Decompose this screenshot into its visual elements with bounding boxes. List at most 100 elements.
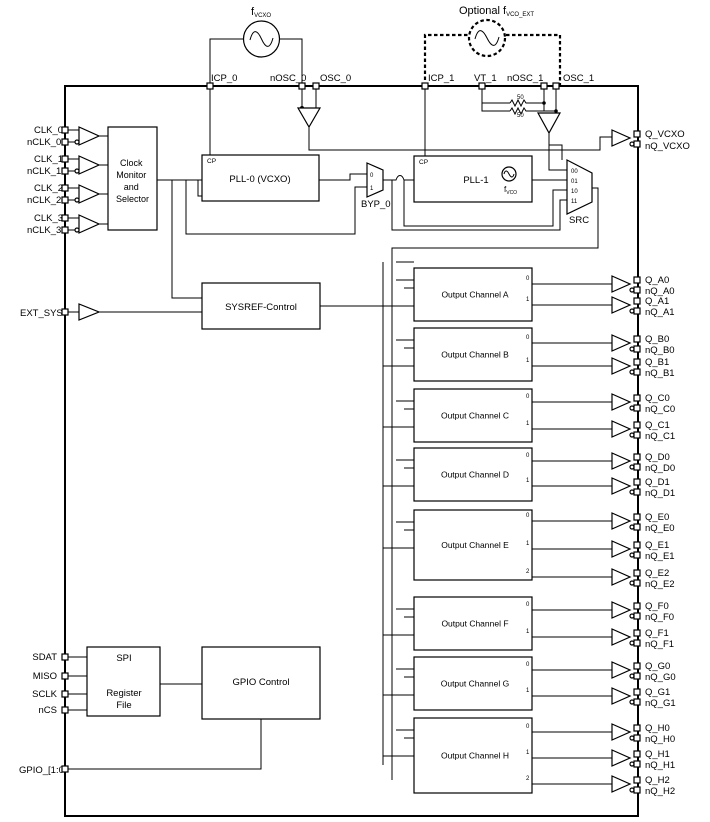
pin-label-icp-1: ICP_1 [428, 73, 454, 84]
byp0-out-wire [383, 175, 414, 181]
gpio-pin-label: GPIO_[1:0] [19, 765, 67, 776]
pin-nq_b1 [633, 368, 641, 376]
output-index-label: 1 [526, 541, 530, 547]
pin-label-icp-0: ICP_0 [211, 73, 237, 84]
ext-sys-input: EXT_SYS [20, 303, 202, 321]
pin-nclk-2 [61, 196, 69, 204]
output-channel-label: Output Channel A [441, 290, 508, 300]
output-index-label: 0 [526, 662, 530, 668]
pin-nq_f1 [633, 639, 641, 647]
sysref-label: SYSREF-Control [225, 302, 297, 313]
output-index-label: 0 [526, 335, 530, 341]
out-label-nq_a1: nQ_A1 [645, 307, 675, 318]
out-label-q_c1: Q_C1 [645, 420, 670, 431]
spi-pin-label-sclk: SCLK [32, 689, 57, 700]
in-label-nclk-3: nCLK_3 [27, 225, 61, 236]
out-label-q_e0: Q_E0 [645, 512, 669, 523]
pin-q_h0 [633, 724, 641, 732]
out-label-nq_h2: nQ_H2 [645, 786, 675, 797]
register-label: Register [106, 688, 141, 699]
pin-nq_f0 [633, 612, 641, 620]
output-index-label: 0 [526, 394, 530, 400]
pin-nq_g1 [633, 698, 641, 706]
out-label-nq_d0: nQ_D0 [645, 463, 675, 474]
resistor-value-a: 50 [517, 95, 524, 101]
pin-nq_e2 [633, 579, 641, 587]
out-label-nq_a0: nQ_A0 [645, 286, 675, 297]
in-label-clk-0: CLK_0 [34, 125, 63, 136]
svg-text:00: 00 [571, 169, 578, 175]
out-label-nq_e2: nQ_E2 [645, 579, 675, 590]
pin-q_g1 [633, 688, 641, 696]
pin-label-nosc-0: nOSC_0 [270, 73, 306, 84]
pll0-label: PLL-0 (VCXO) [229, 174, 290, 185]
sine-wave-icon-ext [474, 30, 500, 46]
output-buffer-vcxo: Q_VCXO nQ_VCXO [322, 129, 690, 152]
pll0-out-wire [319, 173, 367, 181]
out-label-nq_f1: nQ_F1 [645, 639, 674, 650]
out-label-nq-vcxo: nQ_VCXO [645, 141, 690, 152]
pin-q_h1 [633, 750, 641, 758]
out-label-q_h1: Q_H1 [645, 749, 670, 760]
svg-text:0: 0 [370, 173, 374, 179]
pin-q_f1 [633, 629, 641, 637]
external-vco: Optional fVCO_EXT [423, 5, 562, 86]
src-label: SRC [569, 215, 589, 226]
pin-nclk-0 [61, 138, 69, 146]
pin-q_h2 [633, 776, 641, 784]
pin-q_a1 [633, 297, 641, 305]
in-label-clk-3: CLK_3 [34, 213, 63, 224]
clock-monitor-label: Clock Monitor and Selector [116, 158, 149, 204]
pin-q_g0 [633, 662, 641, 670]
output-index-label: 1 [526, 688, 530, 694]
output-index-label: 1 [526, 750, 530, 756]
in-label-nclk-1: nCLK_1 [27, 166, 61, 177]
out-label-nq_g0: nQ_G0 [645, 672, 676, 683]
output-index-label: 0 [526, 602, 530, 608]
output-channel-label: Output Channel D [441, 470, 509, 480]
spi-register-block [86, 646, 161, 717]
out-label-nq_h1: nQ_H1 [645, 760, 675, 771]
in-label-nclk-2: nCLK_2 [27, 195, 61, 206]
pin-nq_e1 [633, 551, 641, 559]
clock-monitor-selector [107, 126, 158, 231]
optional-fvco-label: Optional fVCO_EXT [459, 5, 534, 18]
out-label-nq_c1: nQ_C1 [645, 431, 675, 442]
output-channel-block [413, 327, 533, 382]
output-index-label: 1 [526, 421, 530, 427]
pll0-block [201, 154, 320, 202]
gpio-pin: GPIO_[1:0] [19, 719, 262, 776]
pin-nosc-1 [540, 82, 548, 90]
pin-nq_c1 [633, 431, 641, 439]
pin-vt-1 [478, 82, 486, 90]
out-label-q_f0: Q_F0 [645, 601, 669, 612]
output-channel-label: Output Channel C [441, 411, 509, 421]
out-label-q_c0: Q_C0 [645, 393, 670, 404]
out-label-nq_h0: nQ_H0 [645, 734, 675, 745]
out-label-q_h0: Q_H0 [645, 723, 670, 734]
output-channel-block [413, 596, 533, 651]
out-label-q_h2: Q_H2 [645, 775, 670, 786]
pin-q_e1 [633, 541, 641, 549]
output-index-label: 1 [526, 629, 530, 635]
gpio-control-block [201, 646, 321, 720]
pin-nq_a0 [633, 286, 641, 294]
out-label-nq_c0: nQ_C0 [645, 404, 675, 415]
monitor-wires [157, 179, 367, 299]
pin-icp-1 [421, 82, 429, 90]
out-label-nq_g1: nQ_G1 [645, 698, 676, 709]
output-index-label: 0 [526, 513, 530, 519]
pin-nq_g0 [633, 672, 641, 680]
